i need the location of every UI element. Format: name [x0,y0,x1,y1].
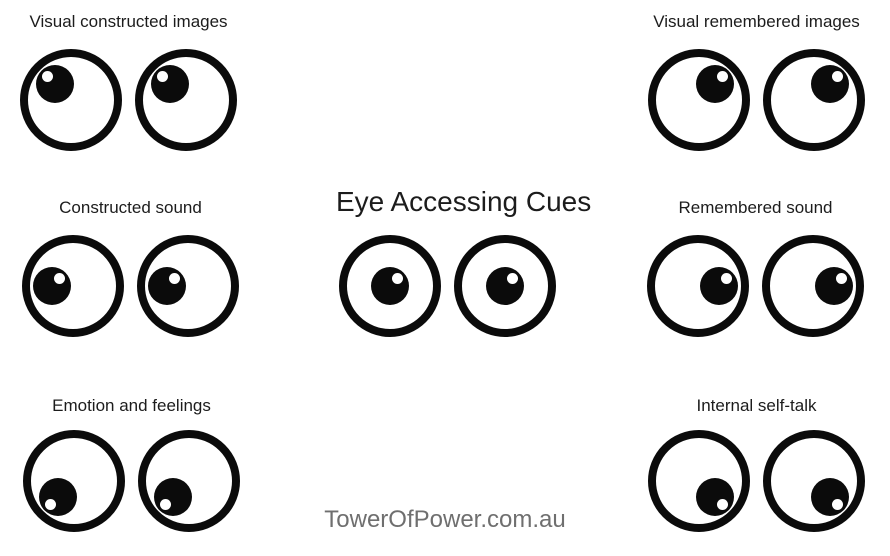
pupil [696,478,734,516]
pupil-highlight [721,273,732,284]
pupil-highlight [42,71,53,82]
group-center: Eye Accessing Cues [336,186,592,337]
pupil-highlight [391,273,403,284]
pupil-highlight [832,499,843,510]
left-eye-icon [647,235,749,337]
right-eye-icon [138,430,240,532]
pupil [148,267,186,305]
right-eye-icon [453,235,556,337]
pupil [33,267,71,305]
pupil [700,267,738,305]
left-eye-icon [22,235,124,337]
group-label: Internal self-talk [696,396,817,415]
pupil [151,65,189,103]
pupil [39,478,77,516]
pupil [811,478,849,516]
eye-pair-right [647,235,864,337]
pupil-highlight [54,273,65,284]
pupil [696,65,734,103]
group-label: Emotion and feelings [52,396,211,415]
group-label: Remembered sound [678,198,833,217]
pupil-highlight [157,71,168,82]
group-label: Visual constructed images [29,12,228,31]
pupil [485,267,524,305]
group-visual-remembered-images: Visual remembered images [648,12,865,151]
group-label: Constructed sound [59,198,202,217]
left-eye-icon [23,430,125,532]
group-remembered-sound: Remembered sound [647,198,864,337]
eye-pair-up-left [20,49,237,151]
left-eye-icon [338,235,441,337]
pupil-highlight [506,273,518,284]
group-label: Visual remembered images [653,12,860,31]
right-eye-icon [762,235,864,337]
pupil [154,478,192,516]
group-internal-self-talk: Internal self-talk [648,396,865,532]
eye-pair-left [22,235,239,337]
left-eye-icon [20,49,122,151]
eye-pair-down-right [648,430,865,532]
footer-watermark: TowerOfPower.com.au [324,506,566,533]
left-eye-icon [648,49,750,151]
pupil [815,267,853,305]
eye-pair-center [336,235,558,337]
group-visual-constructed-images: Visual constructed images [20,12,237,151]
pupil-highlight [169,273,180,284]
left-eye-icon [648,430,750,532]
right-eye-icon [135,49,237,151]
pupil-highlight [45,499,56,510]
pupil-highlight [717,499,728,510]
pupil-highlight [836,273,847,284]
right-eye-icon [137,235,239,337]
right-eye-icon [763,49,865,151]
right-eye-icon [763,430,865,532]
eye-pair-up-right [648,49,865,151]
pupil [811,65,849,103]
pupil-highlight [717,71,728,82]
pupil-highlight [160,499,171,510]
pupil-highlight [832,71,843,82]
group-emotion-and-feelings: Emotion and feelings [23,396,240,532]
page-title: Eye Accessing Cues [336,186,592,217]
pupil [370,267,409,305]
eye-pair-down-left [23,430,240,532]
group-constructed-sound: Constructed sound [22,198,239,337]
pupil [36,65,74,103]
